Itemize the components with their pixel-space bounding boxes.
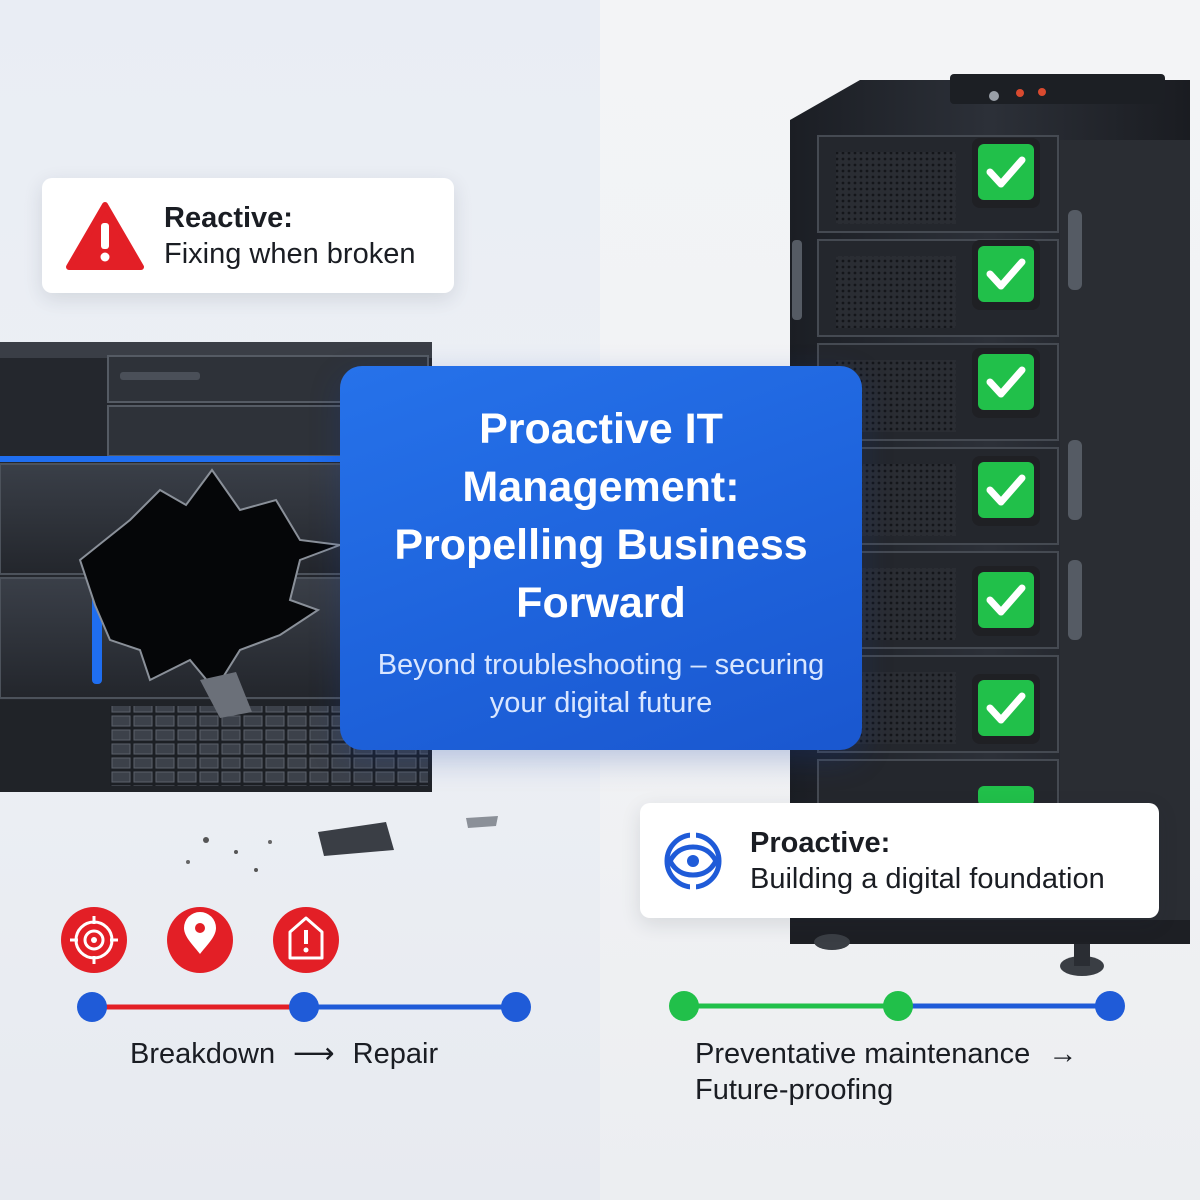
- left-timeline-track: [77, 992, 531, 1022]
- timeline-from-label: Breakdown: [130, 1038, 276, 1070]
- reactive-card: Reactive: Fixing when broken: [42, 178, 454, 293]
- timeline-to-label: Repair: [352, 1038, 439, 1070]
- warning-triangle-icon: [66, 201, 144, 270]
- right-timeline-label: Preventative maintenance → Future-proofin…: [695, 1036, 1095, 1108]
- proactive-subtitle: Building a digital foundation: [750, 862, 1105, 895]
- alert-box-icon: [273, 907, 339, 973]
- target-icon: [61, 907, 127, 973]
- proactive-title: Proactive:: [750, 826, 891, 859]
- rack-unit: [817, 239, 1059, 337]
- right-timeline-track: [669, 991, 1125, 1021]
- reactive-subtitle: Fixing when broken: [164, 237, 416, 270]
- rack-unit: [817, 135, 1059, 233]
- page-subtitle: Beyond troubleshooting – securing your d…: [377, 649, 825, 719]
- hero-panel: Proactive IT Management: Propelling Busi…: [340, 366, 862, 750]
- page-title: Proactive IT Management: Propelling Busi…: [394, 405, 808, 627]
- proactive-card: Proactive: Building a digital foundation: [640, 803, 1159, 918]
- left-timeline-label: Breakdown ⟶ Repair: [130, 1036, 438, 1072]
- location-alert-icon: [167, 907, 233, 973]
- timeline-from-label: Preventative maintenance: [695, 1038, 1031, 1070]
- arrow-right-icon: ⟶: [293, 1038, 335, 1070]
- target-shield-icon: [664, 831, 722, 890]
- reactive-title: Reactive:: [164, 201, 293, 234]
- arrow-right-icon: →: [1048, 1038, 1078, 1070]
- timeline-to-label: Future-proofing: [695, 1074, 894, 1106]
